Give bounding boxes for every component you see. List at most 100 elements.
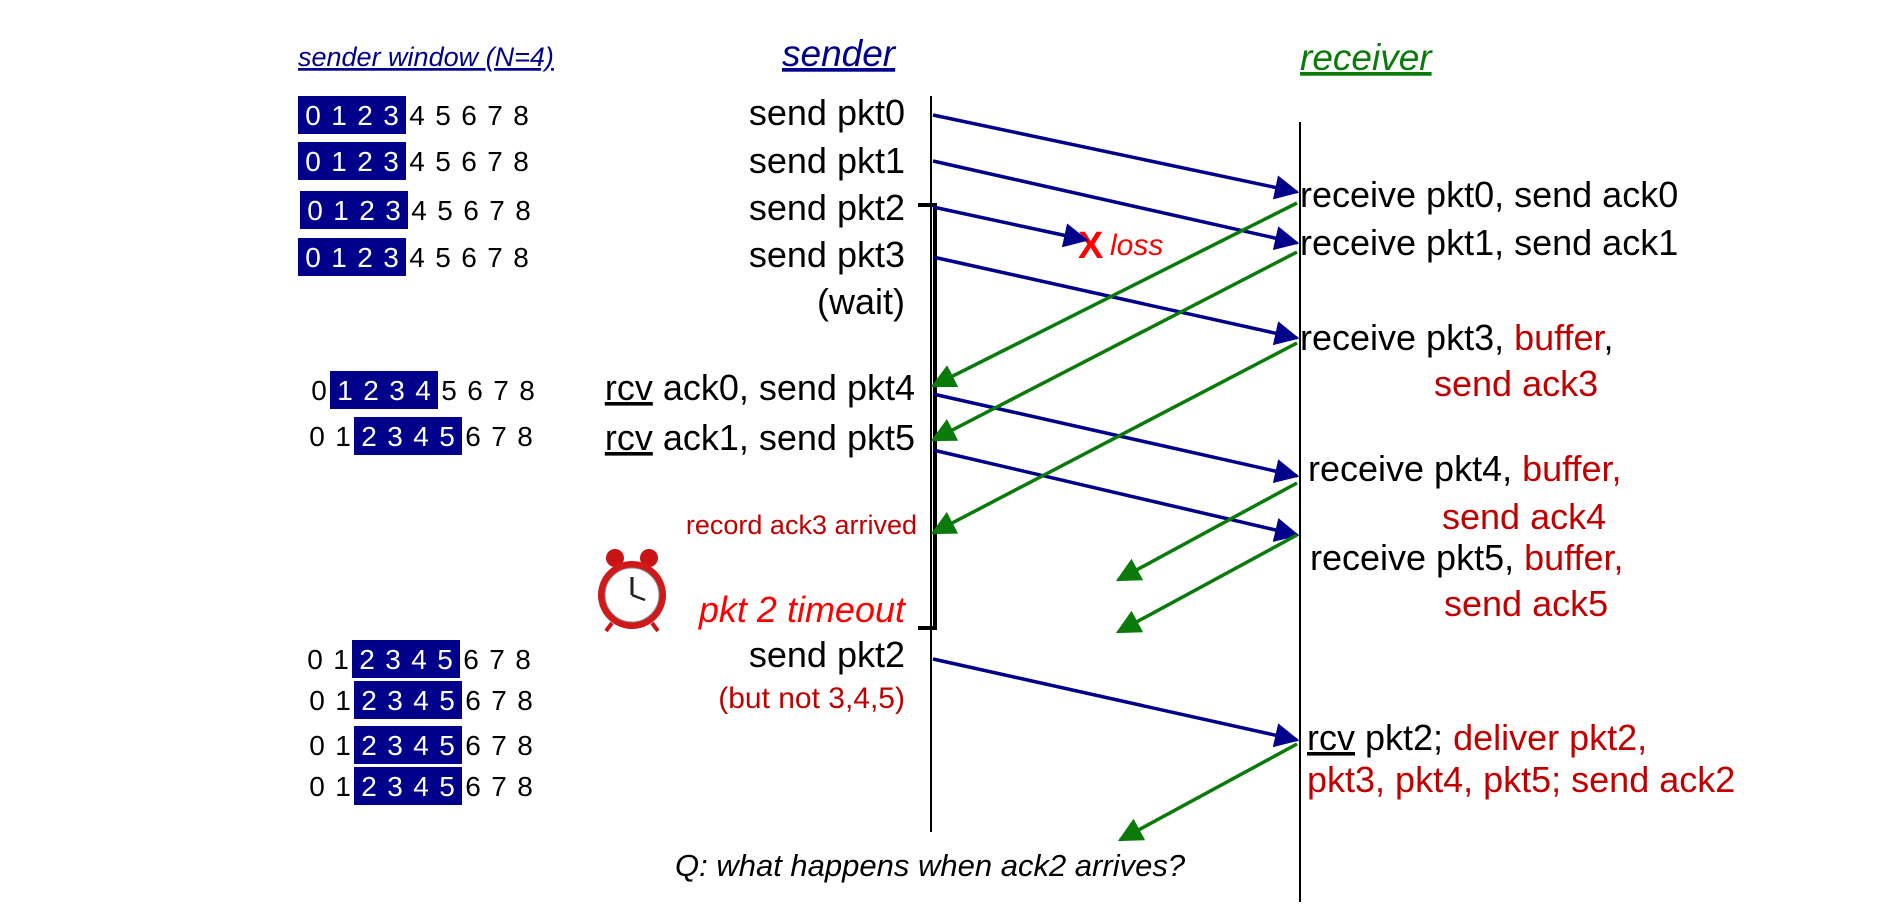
ack0-arrow bbox=[930, 201, 1298, 388]
label-part: send ack3 bbox=[1434, 363, 1598, 404]
window-seq-number: 4 bbox=[409, 146, 425, 177]
window-seq-number: 8 bbox=[515, 644, 531, 675]
window-seq-number: 3 bbox=[385, 644, 401, 675]
window-seq-number: 5 bbox=[439, 771, 455, 802]
pkt1-arrow bbox=[932, 159, 1300, 251]
window-seq-number: 4 bbox=[409, 100, 425, 131]
window-seq-number: 1 bbox=[331, 242, 347, 273]
label-part: send pkt1 bbox=[749, 140, 905, 181]
label-part: send ack4 bbox=[1442, 496, 1606, 537]
label-part: pkt2; bbox=[1355, 717, 1453, 758]
loss-x-mark: X bbox=[1078, 225, 1104, 267]
window-seq-number: 1 bbox=[333, 195, 349, 226]
window-seq-number: 0 bbox=[309, 421, 325, 452]
window-seq-number: 1 bbox=[335, 685, 351, 716]
receiver-event: rcv pkt2; deliver pkt2,pkt3, pkt4, pkt5;… bbox=[1307, 717, 1735, 800]
label-part: , bbox=[1604, 317, 1614, 358]
window-seq-number: 0 bbox=[309, 685, 325, 716]
window-seq-number: 8 bbox=[517, 730, 533, 761]
window-seq-number: 8 bbox=[513, 146, 529, 177]
window-seq-number: 3 bbox=[383, 100, 399, 131]
label-part: send pkt2 bbox=[749, 187, 905, 228]
window-seq-number: 6 bbox=[465, 421, 481, 452]
window-seq-number: 8 bbox=[519, 375, 535, 406]
window-highlight bbox=[298, 96, 406, 134]
window-seq-number: 7 bbox=[491, 771, 507, 802]
label-part: send ack5 bbox=[1444, 583, 1608, 624]
window-seq-number: 7 bbox=[489, 644, 505, 675]
label-part: receive pkt3, bbox=[1300, 317, 1514, 358]
window-seq-number: 4 bbox=[411, 195, 427, 226]
window-highlight bbox=[298, 142, 406, 180]
receiver-event: receive pkt0, send ack0 bbox=[1300, 174, 1678, 215]
window-seq-number: 1 bbox=[337, 375, 353, 406]
sender-event-label: record ack3 arrived bbox=[686, 510, 917, 540]
window-seq-number: 2 bbox=[357, 100, 373, 131]
window-seq-number: 4 bbox=[415, 375, 431, 406]
window-seq-number: 3 bbox=[387, 421, 403, 452]
window-seq-number: 3 bbox=[383, 242, 399, 273]
window-highlight bbox=[354, 681, 462, 719]
pkt2-resend-arrow bbox=[932, 657, 1300, 748]
sender-event-label: send pkt1 bbox=[749, 140, 905, 181]
receiver-event: receive pkt5, buffer, send ack5 bbox=[1310, 537, 1624, 624]
label-part: pkt 2 timeout bbox=[698, 589, 907, 630]
window-seq-number: 3 bbox=[387, 771, 403, 802]
pkt0-arrow bbox=[932, 113, 1300, 200]
ack1-arrow bbox=[930, 250, 1298, 442]
label-part: receive pkt5, bbox=[1310, 537, 1524, 578]
window-seq-number: 5 bbox=[437, 195, 453, 226]
window-seq-number: 0 bbox=[307, 195, 323, 226]
ack2-arrow bbox=[1117, 742, 1298, 842]
window-seq-number: 7 bbox=[493, 375, 509, 406]
receiver-event: receive pkt3, buffer,send ack3 bbox=[1300, 317, 1614, 404]
sender-event-label: send pkt2 bbox=[749, 187, 905, 228]
window-seq-number: 2 bbox=[357, 242, 373, 273]
window-seq-number: 7 bbox=[487, 146, 503, 177]
window-seq-number: 6 bbox=[465, 730, 481, 761]
window-highlight bbox=[300, 191, 408, 229]
window-seq-number: 6 bbox=[465, 685, 481, 716]
window-seq-number: 2 bbox=[357, 146, 373, 177]
window-seq-number: 1 bbox=[331, 146, 347, 177]
window-seq-number: 2 bbox=[361, 421, 377, 452]
receiver-event-line: receive pkt0, send ack0 bbox=[1300, 174, 1678, 215]
window-seq-number: 0 bbox=[305, 146, 321, 177]
window-seq-number: 8 bbox=[513, 100, 529, 131]
receiver-event: receive pkt4, buffer, send ack4 bbox=[1308, 448, 1622, 537]
window-seq-number: 0 bbox=[309, 730, 325, 761]
window-seq-number: 4 bbox=[411, 644, 427, 675]
window-seq-number: 2 bbox=[359, 195, 375, 226]
ack5-arrow bbox=[1115, 533, 1298, 634]
window-seq-number: 8 bbox=[517, 771, 533, 802]
receiver-event-line: receive pkt5, buffer, bbox=[1310, 537, 1624, 578]
sender-event-label: (wait) bbox=[817, 281, 905, 322]
window-seq-number: 4 bbox=[409, 242, 425, 273]
loss-label: loss bbox=[1110, 229, 1163, 262]
label-part: ack0, send pkt4 bbox=[653, 367, 915, 408]
message-arrows bbox=[930, 113, 1300, 842]
window-seq-number: 6 bbox=[463, 195, 479, 226]
window-seq-number: 4 bbox=[413, 421, 429, 452]
window-seq-number: 2 bbox=[361, 730, 377, 761]
receiver-event-line: receive pkt4, buffer, bbox=[1308, 448, 1622, 489]
window-seq-number: 7 bbox=[491, 685, 507, 716]
receiver-event-line: send ack3 bbox=[1434, 363, 1598, 404]
window-seq-number: 6 bbox=[461, 100, 477, 131]
window-seq-number: 2 bbox=[359, 644, 375, 675]
sender-event-label: rcv ack0, send pkt4 bbox=[605, 367, 915, 408]
label-part: send pkt3 bbox=[749, 234, 905, 275]
window-highlight bbox=[354, 417, 462, 455]
window-highlight bbox=[354, 767, 462, 805]
window-seq-number: 2 bbox=[363, 375, 379, 406]
loss-marker: X loss bbox=[1078, 225, 1163, 267]
window-seq-number: 6 bbox=[467, 375, 483, 406]
pkt5-arrow bbox=[932, 448, 1300, 542]
